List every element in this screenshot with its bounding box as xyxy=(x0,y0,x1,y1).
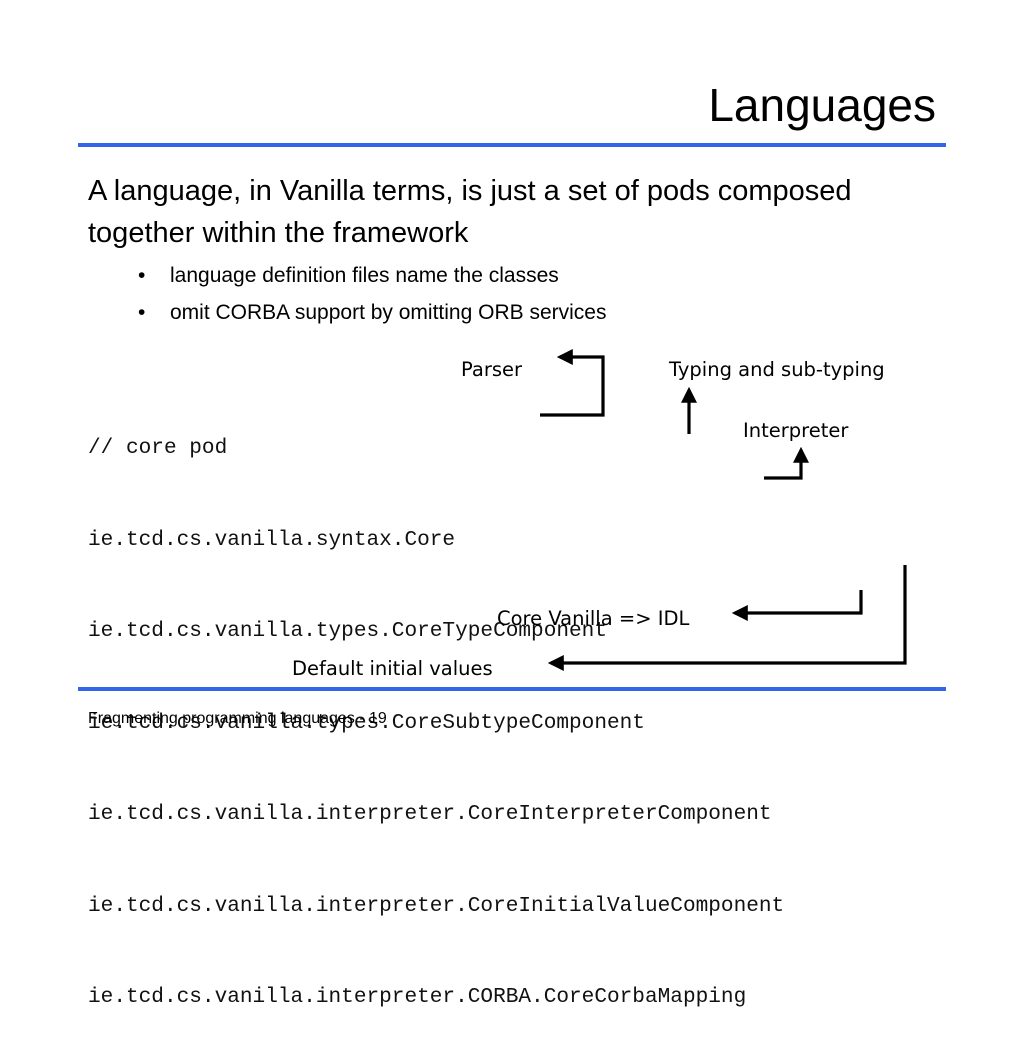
bullet-text: omit CORBA support by omitting ORB servi… xyxy=(170,301,607,324)
annotation-parser: Parser xyxy=(461,358,523,381)
top-divider xyxy=(78,143,946,147)
bottom-divider xyxy=(78,687,946,691)
bullet-text: language definition files name the class… xyxy=(170,264,559,287)
code-line: ie.tcd.cs.vanilla.interpreter.CORBA.Core… xyxy=(88,985,747,1009)
code-line: ie.tcd.cs.vanilla.syntax.Core xyxy=(88,527,456,552)
bullet-item: • omit CORBA support by omitting ORB ser… xyxy=(138,294,606,331)
annotation-interpreter: Interpreter xyxy=(743,419,849,442)
code-line: ie.tcd.cs.vanilla.types.CoreSubtypeCompo… xyxy=(88,710,645,735)
code-line: // core pod xyxy=(88,436,228,460)
bullet-icon: • xyxy=(138,301,146,324)
slide-footer: Fragmenting programming languages - 19 xyxy=(88,710,387,727)
annotation-idl: Core Vanilla => IDL xyxy=(497,607,690,630)
code-line: ie.tcd.cs.vanilla.interpreter.CoreInitia… xyxy=(88,893,785,918)
annotation-typing: Typing and sub-typing xyxy=(669,358,885,381)
annotation-initial-values: Default initial values xyxy=(292,657,493,680)
bullet-list: • language definition files name the cla… xyxy=(138,257,606,331)
bullet-icon: • xyxy=(138,264,146,287)
slide-title: Languages xyxy=(708,79,936,131)
lead-paragraph: A language, in Vanilla terms, is just a … xyxy=(88,175,852,249)
bullet-item: • language definition files name the cla… xyxy=(138,257,606,294)
code-line: ie.tcd.cs.vanilla.interpreter.CoreInterp… xyxy=(88,802,772,826)
code-line: ie.tcd.cs.vanilla.types.CoreTypeComponen… xyxy=(88,619,607,643)
